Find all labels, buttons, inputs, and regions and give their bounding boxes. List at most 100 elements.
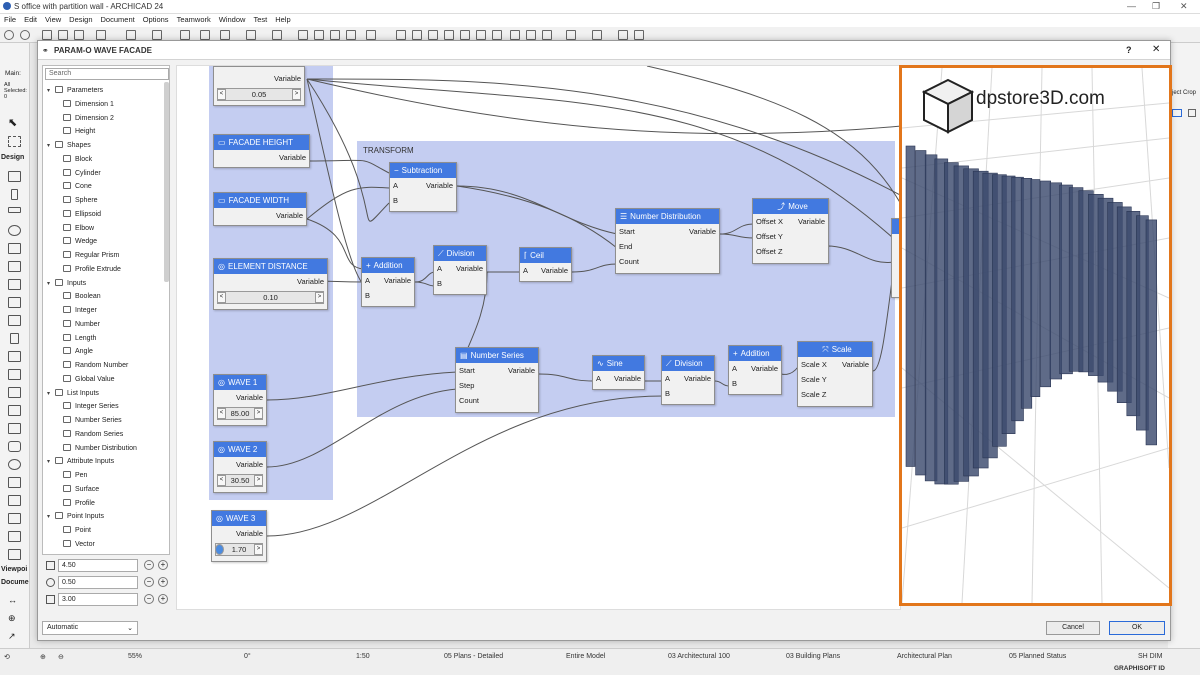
number-input-node[interactable]: Variable 0.05 < > xyxy=(213,66,305,106)
decrement-icon[interactable]: ​ xyxy=(215,544,224,555)
facade-width-node[interactable]: ▭FACADE WIDTH Variable xyxy=(213,192,307,226)
tree-node-item[interactable]: Number Series xyxy=(63,416,122,424)
dialog-close-button[interactable]: ✕ xyxy=(1152,44,1161,55)
rotate-icon[interactable] xyxy=(460,30,470,40)
cube-icon[interactable] xyxy=(346,30,356,40)
zoom-in-icon[interactable]: ⊕ xyxy=(40,654,46,661)
trim-icon[interactable] xyxy=(412,30,422,40)
minimize-button[interactable]: — xyxy=(1127,1,1136,11)
window-tool-icon[interactable] xyxy=(8,351,21,362)
door-tool-icon[interactable] xyxy=(10,333,19,344)
tree-node-item[interactable]: Cylinder xyxy=(63,168,101,177)
angle-value[interactable]: 0° xyxy=(244,653,251,660)
slab-tool-icon[interactable] xyxy=(8,225,21,236)
decrement-icon[interactable]: < xyxy=(217,408,226,419)
skylight-tool-icon[interactable] xyxy=(8,369,21,380)
zone-tool-icon[interactable] xyxy=(8,405,21,416)
layer-icon[interactable] xyxy=(180,30,190,40)
increment-icon[interactable]: > xyxy=(254,408,263,419)
dimension-standard[interactable]: Architectural Plan xyxy=(897,653,952,660)
beam-tool-icon[interactable] xyxy=(8,207,21,213)
tree-node-item[interactable]: Integer xyxy=(63,306,97,314)
tree-node-item[interactable]: Ellipsoid xyxy=(63,209,101,218)
pencil-icon[interactable] xyxy=(58,30,68,40)
marquee-tool-icon[interactable] xyxy=(8,136,21,147)
settings-icon[interactable] xyxy=(618,30,628,40)
chevron-down-icon[interactable]: ▾ xyxy=(47,280,51,287)
tree-category[interactable]: ▾List Inputs xyxy=(47,388,99,397)
tree-node-item[interactable]: Block xyxy=(63,154,92,163)
object-tool-icon[interactable] xyxy=(8,387,21,398)
panel-icon-2[interactable] xyxy=(1188,109,1196,117)
arrow-icon[interactable] xyxy=(96,30,106,40)
tree-node-item[interactable]: Integer Series xyxy=(63,402,119,410)
help-button[interactable]: ? xyxy=(1126,45,1132,55)
wave-2-node[interactable]: ◎WAVE 2 Variable 30.50 < > xyxy=(213,441,267,493)
pen-set[interactable]: 03 Architectural 100 xyxy=(668,653,730,660)
chevron-down-icon[interactable]: ▾ xyxy=(47,143,51,149)
view3d-icon[interactable] xyxy=(566,30,576,40)
morph-tool-icon[interactable] xyxy=(8,441,21,452)
tree-category[interactable]: ▾Shapes xyxy=(47,141,91,149)
tree-node-item[interactable]: Wedge xyxy=(63,237,97,245)
redo-icon[interactable] xyxy=(20,30,30,40)
chevron-down-icon[interactable]: ▾ xyxy=(47,88,51,94)
wall-tool-icon[interactable] xyxy=(8,171,21,182)
tree-node-item[interactable]: Vector xyxy=(63,539,95,548)
menu-file[interactable]: File xyxy=(4,15,17,24)
tree-node-item[interactable]: Dimension 1 xyxy=(63,99,114,108)
maximize-button[interactable]: ❐ xyxy=(1152,1,1161,11)
cut-icon[interactable] xyxy=(396,30,406,40)
railing-tool-icon[interactable] xyxy=(8,297,21,308)
height-field[interactable]: 3.00 xyxy=(58,593,138,606)
increment-icon[interactable]: > xyxy=(292,89,301,100)
lamp-tool-icon[interactable] xyxy=(8,459,21,470)
offset-icon[interactable] xyxy=(444,30,454,40)
value-box[interactable]: 0.05 xyxy=(217,88,301,101)
library-scrollbar[interactable] xyxy=(164,82,169,282)
pick-icon[interactable] xyxy=(298,30,308,40)
render-icon[interactable] xyxy=(634,30,644,40)
menu-options[interactable]: Options xyxy=(142,15,169,24)
tree-category[interactable]: ▾Point Inputs xyxy=(47,512,104,520)
mesh-tool-icon[interactable] xyxy=(8,423,21,434)
renovation-filter[interactable]: 05 Planned Status xyxy=(1009,653,1067,660)
grid-icon[interactable] xyxy=(152,30,162,40)
plus-icon[interactable]: + xyxy=(158,560,168,570)
level-tool-icon[interactable]: ↗ xyxy=(8,631,16,641)
scale-value[interactable]: 1:50 xyxy=(356,653,370,660)
ok-button[interactable]: OK xyxy=(1109,621,1165,635)
model-view[interactable]: Entire Model xyxy=(566,653,606,660)
minus-icon[interactable]: − xyxy=(144,594,154,604)
menu-design[interactable]: Design xyxy=(69,15,93,24)
decrement-icon[interactable]: < xyxy=(217,292,226,303)
roof-tool-icon[interactable] xyxy=(8,243,21,254)
curtainwall-tool-icon[interactable] xyxy=(8,315,21,326)
search-input[interactable]: Search xyxy=(45,68,169,80)
shell-tool-icon[interactable] xyxy=(8,261,21,272)
tree-node-item[interactable]: Global Value xyxy=(63,374,115,383)
menu-document[interactable]: Document xyxy=(100,15,135,24)
view-select[interactable]: Automatic⌄ xyxy=(42,621,138,635)
tree-category[interactable]: ▾Attribute Inputs xyxy=(47,457,114,465)
value-box[interactable]: 0.10 xyxy=(217,291,324,304)
wave-3-node[interactable]: ◎WAVE 3 Variable 1.70 ​ > xyxy=(211,510,267,562)
element-distance-node[interactable]: ◎ELEMENT DISTANCE Variable 0.10 < > xyxy=(213,258,328,310)
zoom-out-icon[interactable]: ⊖ xyxy=(58,654,64,661)
menu-window[interactable]: Window xyxy=(218,15,246,24)
tree-node-item[interactable]: Profile Extrude xyxy=(63,264,121,273)
mirror-icon[interactable] xyxy=(476,30,486,40)
tree-node-item[interactable]: Random Number xyxy=(63,361,128,369)
chevron-down-icon[interactable]: ▾ xyxy=(47,514,51,521)
model-view-options[interactable]: 03 Building Plans xyxy=(786,653,841,660)
increment-icon[interactable]: > xyxy=(254,475,263,486)
tree-node-item[interactable]: Random Series xyxy=(63,429,123,438)
minus-icon[interactable]: − xyxy=(144,560,154,570)
